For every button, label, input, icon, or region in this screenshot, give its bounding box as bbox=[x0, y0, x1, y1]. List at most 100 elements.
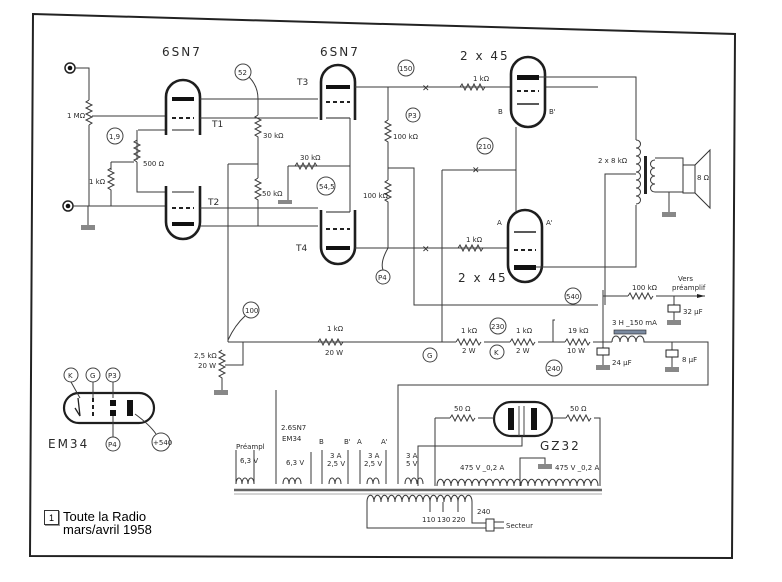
svg-text:3 A: 3 A bbox=[368, 452, 380, 460]
svg-text:50 Ω: 50 Ω bbox=[570, 405, 587, 413]
svg-text:6,3 V: 6,3 V bbox=[286, 459, 304, 467]
svg-text:8 µF: 8 µF bbox=[682, 356, 697, 364]
em34-label: EM34 bbox=[48, 437, 89, 451]
t3-label: T3 bbox=[296, 78, 308, 88]
filter-2-resistor bbox=[509, 337, 536, 347]
grid-stop-b-resistor bbox=[459, 82, 486, 92]
svg-text:475 V _0,2 A: 475 V _0,2 A bbox=[555, 464, 599, 472]
svg-text:EM34: EM34 bbox=[282, 435, 302, 443]
ground-symbol bbox=[81, 225, 95, 230]
ground-symbol bbox=[278, 200, 292, 204]
hv-secondary-winding bbox=[436, 478, 599, 487]
primary-winding bbox=[366, 494, 473, 503]
svg-text:B': B' bbox=[344, 438, 351, 446]
svg-text:B: B bbox=[498, 108, 503, 116]
output-transformer bbox=[635, 139, 656, 205]
ground-symbol bbox=[214, 390, 228, 395]
voltage-marker-54-5 bbox=[316, 176, 336, 196]
t4-label: T4 bbox=[295, 244, 307, 254]
voltage-marker-210 bbox=[476, 137, 494, 155]
svg-text:1 kΩ: 1 kΩ bbox=[473, 75, 490, 83]
t3-cathode-resistor bbox=[294, 161, 318, 171]
output-bottom-label: 2 x 45 bbox=[458, 271, 508, 285]
grid-leak-resistor bbox=[106, 167, 116, 206]
t1-label: T1 bbox=[211, 120, 223, 130]
voltage-marker-230 bbox=[489, 317, 507, 335]
svg-text:1 kΩ: 1 kΩ bbox=[327, 325, 344, 333]
figure-number: 1 bbox=[44, 510, 59, 525]
t3-plate-label: 100 kΩ bbox=[393, 133, 419, 141]
ground-symbol bbox=[665, 367, 679, 372]
svg-text:A: A bbox=[357, 438, 362, 446]
svg-text:19 kΩ: 19 kΩ bbox=[568, 327, 589, 335]
svg-text:5 V: 5 V bbox=[406, 460, 418, 468]
capacitor-24uf bbox=[596, 347, 610, 356]
voltage-marker-52 bbox=[234, 63, 252, 81]
cathode-pot-resistor bbox=[132, 139, 142, 163]
preamp-feed-resistor bbox=[627, 291, 654, 301]
ground-symbol bbox=[596, 365, 610, 370]
input-pot-label: 1 MΩ bbox=[67, 112, 86, 120]
svg-text:6,3 V: 6,3 V bbox=[240, 457, 258, 465]
bias-pot-resistor bbox=[217, 349, 227, 390]
output-tube-a bbox=[506, 208, 544, 284]
svg-text:1,9: 1,9 bbox=[109, 133, 120, 141]
svg-text:G: G bbox=[90, 372, 95, 380]
bias-series-resistor bbox=[317, 337, 344, 347]
t2-load-label: 50 kΩ bbox=[262, 190, 283, 198]
capacitor-8uf bbox=[665, 349, 679, 358]
filter-1-resistor bbox=[455, 337, 482, 347]
cross-mark: ✕ bbox=[422, 84, 430, 94]
caption-line-2: mars/avril 1958 bbox=[63, 522, 152, 537]
svg-text:540: 540 bbox=[566, 293, 579, 301]
svg-text:20 W: 20 W bbox=[198, 362, 216, 370]
svg-text:préamplif: préamplif bbox=[672, 284, 706, 292]
phase-inverter-label: 6SN7 bbox=[320, 45, 360, 59]
svg-text:P3: P3 bbox=[108, 372, 117, 380]
gz32-rectifier-tube bbox=[492, 400, 554, 438]
em34-pin-hv bbox=[151, 432, 171, 452]
svg-text:2.6SN7: 2.6SN7 bbox=[281, 424, 306, 432]
cross-mark: ✕ bbox=[422, 245, 430, 255]
mains-label: Secteur bbox=[506, 522, 533, 530]
svg-text:20 W: 20 W bbox=[325, 349, 343, 357]
input-pot-resistor bbox=[84, 99, 94, 126]
svg-text:Préampl: Préampl bbox=[236, 443, 265, 451]
capacitor-32uf bbox=[667, 304, 681, 313]
voltage-marker-150 bbox=[397, 59, 415, 77]
t3-plate-resistor bbox=[383, 119, 393, 168]
svg-text:P4: P4 bbox=[378, 274, 387, 282]
svg-text:K: K bbox=[494, 349, 499, 357]
voltage-marker-240 bbox=[545, 359, 563, 377]
svg-text:52: 52 bbox=[238, 69, 247, 77]
source-caption: 1 Toute la Radio mars/avril 1958 bbox=[44, 510, 152, 536]
tube-t2 bbox=[164, 186, 202, 241]
svg-text:3 A: 3 A bbox=[330, 452, 342, 460]
ground-symbol bbox=[667, 320, 681, 325]
cathode-pot-label: 500 Ω bbox=[143, 160, 165, 168]
svg-text:A': A' bbox=[381, 438, 388, 446]
grid-leak-label: 1 kΩ bbox=[89, 178, 106, 186]
ground-symbol bbox=[538, 464, 552, 469]
svg-text:1 kΩ: 1 kΩ bbox=[516, 327, 533, 335]
svg-text:1 kΩ: 1 kΩ bbox=[461, 327, 478, 335]
output-top-label: 2 x 45 bbox=[460, 49, 510, 63]
svg-text:150: 150 bbox=[399, 65, 412, 73]
filter-3-resistor bbox=[564, 337, 591, 347]
gz32-label: GZ32 bbox=[540, 439, 581, 453]
choke-inductor bbox=[611, 335, 673, 350]
svg-text:2,5 V: 2,5 V bbox=[364, 460, 382, 468]
t1-load-resistor bbox=[253, 114, 263, 165]
svg-text:100: 100 bbox=[245, 307, 258, 315]
svg-text:A: A bbox=[497, 219, 502, 227]
tube-t1 bbox=[164, 78, 202, 135]
svg-text:3 A: 3 A bbox=[406, 452, 418, 460]
voltage-marker-540 bbox=[564, 287, 582, 305]
test-point-p3 bbox=[405, 107, 421, 123]
mains-plug[interactable] bbox=[485, 518, 495, 532]
page-frame bbox=[28, 12, 737, 560]
svg-text:24 µF: 24 µF bbox=[612, 359, 632, 367]
svg-text:Vers: Vers bbox=[678, 275, 693, 283]
svg-text:240: 240 bbox=[547, 365, 560, 373]
t3-cathode-label: 30 kΩ bbox=[300, 154, 321, 162]
